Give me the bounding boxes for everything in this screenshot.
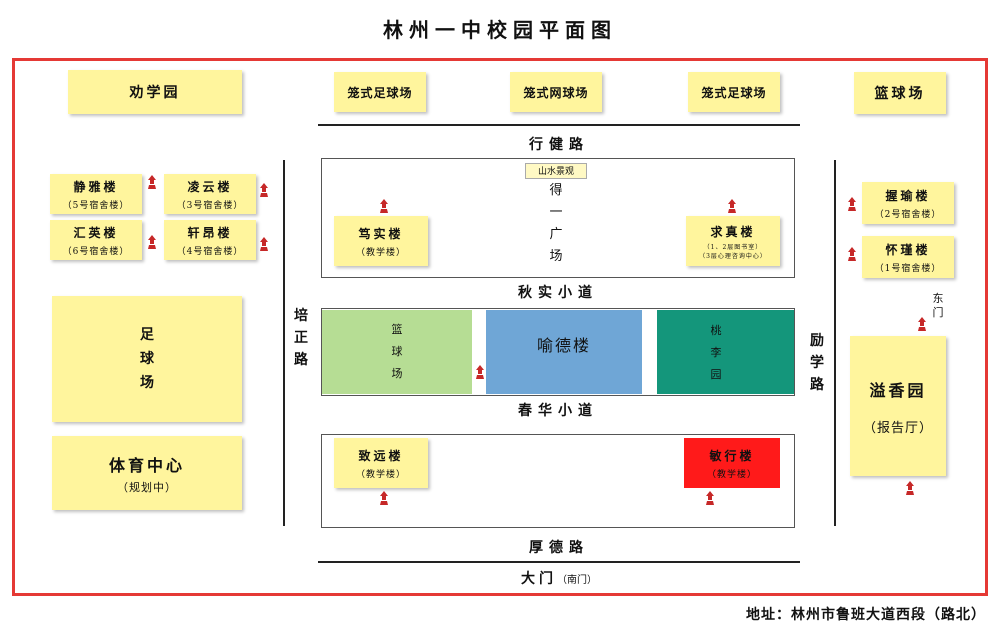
main-gate-label: 大门 <box>521 571 557 587</box>
basketball-court-top[interactable]: 篮球场 <box>854 72 946 114</box>
huiying-name: 汇英楼 <box>73 225 119 240</box>
jingya-sub: （5号宿舍楼） <box>62 200 130 211</box>
houde-road-line <box>318 561 800 563</box>
peizheng-road-line <box>283 160 285 526</box>
landscape-label: 山水景观 <box>525 163 587 179</box>
xingjian-road-label: 行健路 <box>529 137 589 153</box>
huiying-sub: （6号宿舍楼） <box>62 246 130 257</box>
address-text: 地址：林州市鲁班大道西段（路北） <box>746 607 986 623</box>
cage-tennis-court[interactable]: 笼式网球场 <box>510 72 602 112</box>
football-field-label: 足球场 <box>140 327 154 391</box>
campus-boundary <box>12 58 988 596</box>
dushi-name: 笃实楼 <box>358 226 404 241</box>
football-field[interactable]: 足球场 <box>52 296 242 422</box>
minxing-name: 敏行楼 <box>709 448 755 463</box>
chunhua-path-label: 春华小道 <box>518 403 598 419</box>
minxing-sub: （教学楼） <box>706 469 757 480</box>
woyu-sub: （2号宿舍楼） <box>874 209 942 220</box>
entrance-marker-icon <box>260 183 268 197</box>
xuanang-building[interactable]: 轩昂楼 （4号宿舍楼） <box>164 220 256 260</box>
jingya-building[interactable]: 静雅楼 （5号宿舍楼） <box>50 174 142 214</box>
main-gate[interactable]: 大门（南门） <box>318 568 800 588</box>
deyi-square-label: 得一广场 <box>549 183 563 264</box>
entrance-marker-icon <box>918 317 926 331</box>
basketball-top-label: 篮球场 <box>874 86 926 102</box>
huiying-building[interactable]: 汇英楼 （6号宿舍楼） <box>50 220 142 260</box>
huaijin-building[interactable]: 怀瑾楼 （1号宿舍楼） <box>862 236 954 278</box>
entrance-marker-icon <box>728 199 736 213</box>
lingyun-building[interactable]: 凌云楼 （3号宿舍楼） <box>164 174 256 214</box>
qiushi-path-label: 秋实小道 <box>518 285 598 301</box>
xuanang-name: 轩昂楼 <box>187 225 233 240</box>
entrance-marker-icon <box>848 247 856 261</box>
entrance-marker-icon <box>476 365 484 379</box>
dushi-sub: （教学楼） <box>355 247 406 258</box>
peizheng-road-label: 培正路 <box>294 308 308 368</box>
qiuzhen-sub2: （3层心理咨询中心） <box>699 252 767 260</box>
entrance-marker-icon <box>260 237 268 251</box>
yixiangyuan-sub: （报告厅） <box>862 420 933 436</box>
cage-football-right-label: 笼式足球场 <box>701 85 767 100</box>
cage-tennis-label: 笼式网球场 <box>523 85 589 100</box>
lixue-road-line <box>834 160 836 526</box>
entrance-marker-icon <box>848 197 856 211</box>
zhiyuan-name: 致远楼 <box>358 448 404 463</box>
quanxueyuan-label: 劝学园 <box>129 85 181 101</box>
qiuzhen-building[interactable]: 求真楼 （1、2层图书室） （3层心理咨询中心） <box>686 216 780 266</box>
cage-football-left-label: 笼式足球场 <box>347 85 413 100</box>
woyu-building[interactable]: 握瑜楼 （2号宿舍楼） <box>862 182 954 224</box>
xuanang-sub: （4号宿舍楼） <box>176 246 244 257</box>
yude-label: 喻德楼 <box>536 336 591 355</box>
minxing-building[interactable]: 敏行楼 （教学楼） <box>684 438 780 488</box>
basketball-center-label: 篮球场 <box>391 323 403 380</box>
entrance-marker-icon <box>380 491 388 505</box>
houde-road-label: 厚德路 <box>529 540 589 556</box>
qiuzhen-sub1: （1、2层图书室） <box>703 243 763 251</box>
zhiyuan-sub: （教学楼） <box>355 469 406 480</box>
zhiyuan-building[interactable]: 致远楼 （教学楼） <box>334 438 428 488</box>
huaijin-sub: （1号宿舍楼） <box>874 263 942 274</box>
yude-building[interactable]: 喻德楼 <box>486 310 642 394</box>
entrance-marker-icon <box>706 491 714 505</box>
sports-center-name: 体育中心 <box>108 455 185 475</box>
sports-center[interactable]: 体育中心 （规划中） <box>52 436 242 510</box>
lixue-road-label: 励学路 <box>810 333 824 393</box>
entrance-marker-icon <box>906 481 914 495</box>
entrance-marker-icon <box>148 175 156 189</box>
huaijin-name: 怀瑾楼 <box>885 242 931 257</box>
dushi-building[interactable]: 笃实楼 （教学楼） <box>334 216 428 266</box>
jingya-name: 静雅楼 <box>73 179 119 194</box>
qiuzhen-name: 求真楼 <box>710 224 756 239</box>
main-gate-note: （南门） <box>557 575 597 586</box>
yixiangyuan-name: 溢香园 <box>869 380 927 400</box>
cage-football-field-left[interactable]: 笼式足球场 <box>334 72 426 112</box>
east-gate-label: 东门 <box>932 292 944 319</box>
map-title: 林州一中校园平面图 <box>383 18 617 42</box>
lingyun-name: 凌云楼 <box>187 179 233 194</box>
quanxueyuan-area[interactable]: 劝学园 <box>68 70 242 114</box>
sports-center-sub: （规划中） <box>117 480 177 494</box>
cage-football-field-right[interactable]: 笼式足球场 <box>688 72 780 112</box>
entrance-marker-icon <box>148 235 156 249</box>
taoli-garden[interactable]: 桃李园 <box>657 310 794 394</box>
xingjian-road-line <box>318 124 800 126</box>
woyu-name: 握瑜楼 <box>885 188 931 203</box>
entrance-marker-icon <box>380 199 388 213</box>
lingyun-sub: （3号宿舍楼） <box>176 200 244 211</box>
yixiangyuan-hall[interactable]: 溢香园 （报告厅） <box>850 336 946 476</box>
basketball-court-center[interactable]: 篮球场 <box>322 310 472 394</box>
taoli-label: 桃李园 <box>710 324 722 381</box>
